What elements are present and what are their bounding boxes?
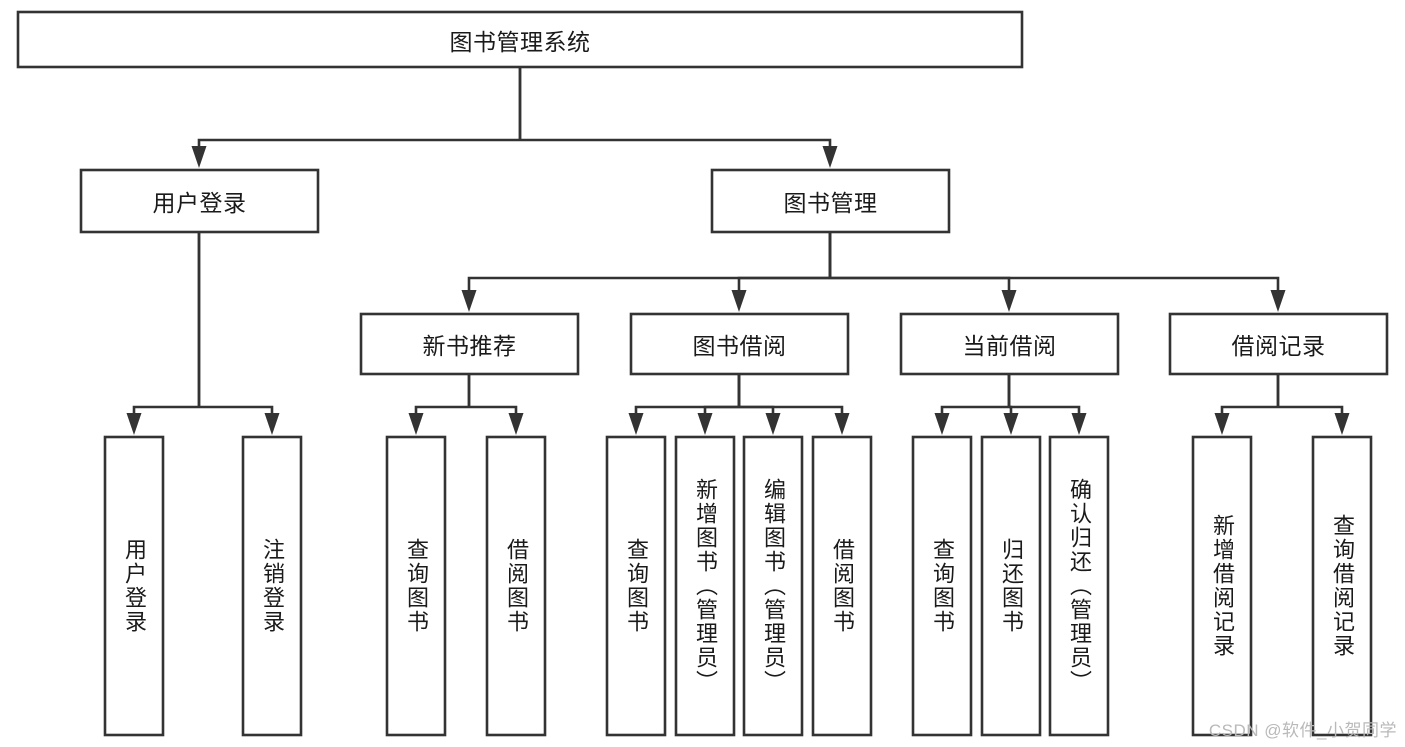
leaf-node-5-box [605, 435, 667, 737]
connector-11 [628, 374, 741, 435]
level3-node-4[interactable] [1170, 314, 1387, 374]
connector-drop [199, 405, 274, 413]
level2-node-2-box [710, 168, 951, 234]
connector-17 [1007, 374, 1087, 435]
arrow-head-icon [461, 290, 477, 312]
leaf-node-3-box [385, 435, 447, 737]
level3-node-3-box [899, 312, 1120, 376]
arrow-head-icon [834, 413, 850, 435]
connector-15 [934, 374, 1011, 435]
connector-layer [126, 67, 1350, 435]
arrow-head-icon [731, 290, 747, 312]
arrow-head-icon [628, 413, 644, 435]
leaf-node-11[interactable] [1050, 437, 1108, 735]
arrow-head-icon [508, 413, 524, 435]
leaf-node-8[interactable] [813, 437, 871, 735]
leaf-node-2-box [241, 435, 303, 737]
node-box-layer [16, 10, 1389, 737]
leaf-node-9[interactable] [913, 437, 971, 735]
leaf-node-6[interactable] [676, 437, 734, 735]
root-node-box [16, 10, 1024, 69]
leaf-node-4-box [485, 435, 547, 737]
connector-drop [132, 405, 199, 413]
connector-12 [697, 374, 741, 435]
connector-18 [1214, 374, 1280, 435]
connector-16 [1003, 374, 1019, 435]
leaf-node-6-box [674, 435, 736, 737]
connector-drop [197, 138, 520, 146]
leaf-node-1-box [103, 435, 165, 737]
leaf-node-7-box [742, 435, 804, 737]
connector-3 [461, 232, 832, 312]
level3-node-4-box [1168, 312, 1389, 376]
leaf-node-4[interactable] [487, 437, 545, 735]
level3-node-3[interactable] [901, 314, 1118, 374]
leaf-node-8-box [811, 435, 873, 737]
connector-drop [1278, 405, 1344, 413]
connector-drop [520, 138, 832, 146]
connector-14 [737, 374, 850, 435]
arrow-head-icon [697, 413, 713, 435]
level3-node-2-box [629, 312, 850, 376]
leaf-node-1[interactable] [105, 437, 163, 735]
leaf-node-2[interactable] [243, 437, 301, 735]
connector-drop [739, 405, 844, 413]
connector-8 [197, 232, 280, 435]
connector-13 [737, 374, 781, 435]
leaf-node-11-box [1048, 435, 1110, 737]
connector-7 [126, 232, 201, 435]
connector-drop [940, 405, 1009, 413]
arrow-head-icon [765, 413, 781, 435]
connector-6 [828, 232, 1286, 312]
connector-drop [1220, 405, 1278, 413]
connector-10 [467, 374, 524, 435]
level2-node-1-box [79, 168, 320, 234]
arrow-head-icon [191, 146, 207, 168]
arrow-head-icon [1270, 290, 1286, 312]
level3-node-2[interactable] [631, 314, 848, 374]
level2-node-2[interactable] [712, 170, 949, 232]
leaf-node-7[interactable] [744, 437, 802, 735]
connector-19 [1276, 374, 1350, 435]
connector-1 [191, 67, 522, 168]
arrow-head-icon [1334, 413, 1350, 435]
connector-drop [830, 276, 1280, 290]
level2-node-1[interactable] [81, 170, 318, 232]
level3-node-1-box [359, 312, 580, 376]
leaf-node-12[interactable] [1193, 437, 1251, 735]
arrow-head-icon [1214, 413, 1230, 435]
connector-9 [408, 374, 471, 435]
leaf-node-3[interactable] [387, 437, 445, 735]
leaf-node-13-box [1311, 435, 1373, 737]
connector-drop [469, 405, 518, 413]
arrow-head-icon [408, 413, 424, 435]
connector-2 [518, 67, 838, 168]
arrow-head-icon [264, 413, 280, 435]
connector-drop [467, 276, 830, 290]
arrow-head-icon [1003, 413, 1019, 435]
leaf-node-9-box [911, 435, 973, 737]
level3-node-1[interactable] [361, 314, 578, 374]
connector-drop [737, 276, 830, 290]
root-node[interactable] [18, 12, 1022, 67]
connector-drop [1009, 405, 1081, 413]
arrow-head-icon [822, 146, 838, 168]
connector-drop [703, 405, 739, 413]
leaf-node-5[interactable] [607, 437, 665, 735]
leaf-node-10-box [980, 435, 1042, 737]
connector-5 [828, 232, 1017, 312]
watermark-text: CSDN @软件_小贺同学 [1208, 721, 1397, 740]
arrow-head-icon [126, 413, 142, 435]
arrow-head-icon [1071, 413, 1087, 435]
leaf-node-12-box [1191, 435, 1253, 737]
arrow-head-icon [934, 413, 950, 435]
arrow-head-icon [1001, 290, 1017, 312]
connector-drop [830, 276, 1011, 290]
leaf-node-13[interactable] [1313, 437, 1371, 735]
connector-drop [414, 405, 469, 413]
leaf-node-10[interactable] [982, 437, 1040, 735]
connector-4 [731, 232, 832, 312]
